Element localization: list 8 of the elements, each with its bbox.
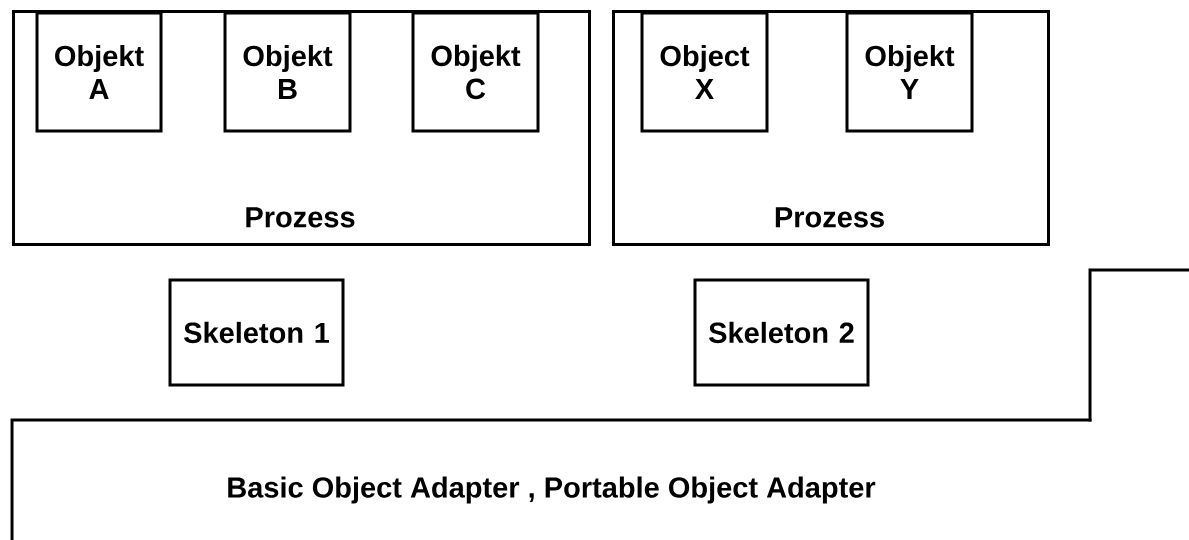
object-box: Objekt Y (845, 11, 974, 133)
object-box: Objekt A (35, 11, 163, 133)
object-box: Object X (640, 11, 769, 133)
adapter-layer: Basic Object Adapter , Portable Object Adapter (10, 418, 1092, 540)
skeleton-box: Skeleton 2 (693, 278, 870, 387)
object-box: Objekt B (223, 11, 352, 133)
skeleton-box: Skeleton 1 (168, 278, 345, 387)
object-box: Objekt C (411, 11, 540, 133)
